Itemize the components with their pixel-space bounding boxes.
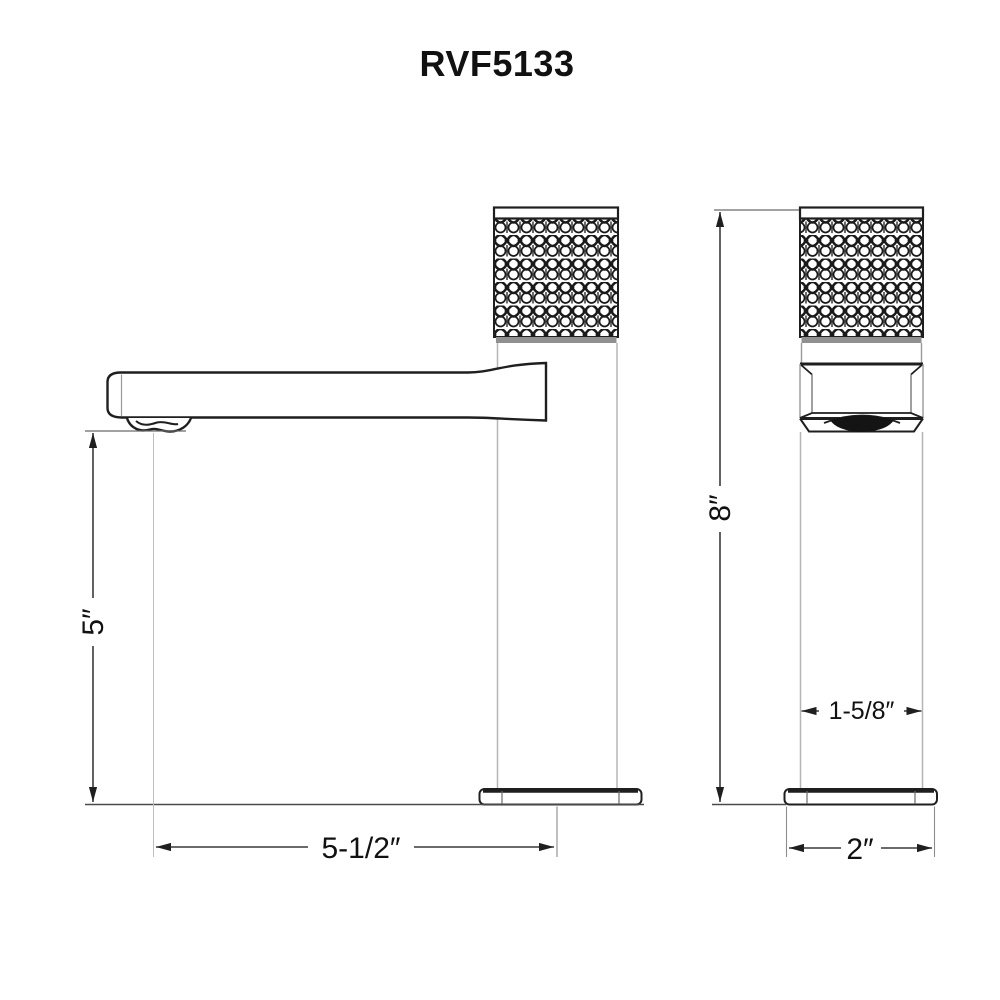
side-handle-band xyxy=(496,337,617,343)
front-handle-cap xyxy=(798,206,925,220)
front-handle-knurl xyxy=(799,217,924,338)
side-spout xyxy=(106,361,548,422)
dim-label-body-width: 1-5/8″ xyxy=(829,697,895,725)
dim-label-base-width: 2″ xyxy=(846,833,874,866)
dim-spout-reach: 5-1/2″ xyxy=(153,433,558,865)
page-title: RVF5133 xyxy=(420,43,575,84)
front-base-plate xyxy=(783,788,938,806)
dim-label-spout-height: 5″ xyxy=(77,608,110,636)
side-aerator-outlet xyxy=(125,417,193,433)
side-view xyxy=(85,206,644,806)
dim-label-spout-reach: 5-1/2″ xyxy=(322,832,401,865)
front-aerator-outlet xyxy=(830,415,894,432)
dim-spout-height: 5″ xyxy=(77,430,186,802)
dim-body-width: 1-5/8″ xyxy=(801,697,922,725)
dim-overall-height: 8″ xyxy=(704,209,799,802)
side-handle-knurl xyxy=(493,217,619,338)
front-handle-band xyxy=(801,337,922,343)
dim-label-overall-height: 8″ xyxy=(704,494,737,522)
dim-base-width: 2″ xyxy=(785,806,936,866)
side-handle-cap xyxy=(492,206,620,220)
front-collar xyxy=(800,343,923,363)
front-body-column xyxy=(799,432,924,789)
side-base-plate xyxy=(478,788,643,806)
front-spout xyxy=(799,362,924,433)
front-view xyxy=(712,206,938,806)
